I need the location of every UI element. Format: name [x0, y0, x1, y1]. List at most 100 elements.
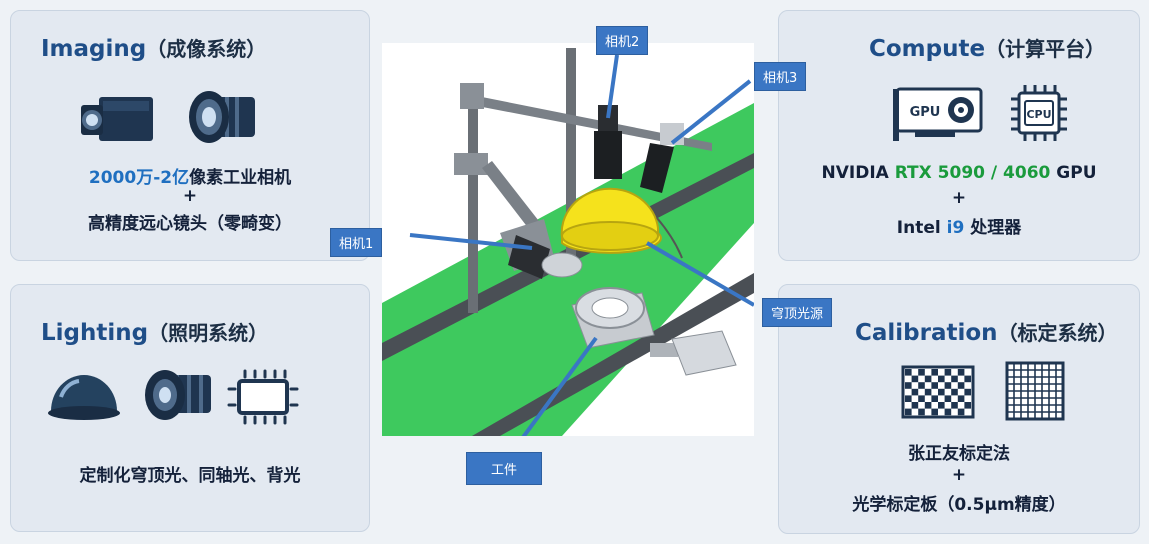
checker-square: [938, 375, 945, 383]
imaging-camera-text: 像素工业相机: [189, 168, 292, 188]
callout-leader-lines: [409, 54, 754, 436]
callout-dome-light: 穹顶光源: [762, 298, 833, 327]
checker-square: [957, 369, 965, 376]
frame-post-left: [468, 88, 478, 313]
lighting-title-cn: （照明系统）: [148, 321, 269, 345]
compute-gpu-suffix: GPU: [1050, 163, 1097, 183]
checker-square: [931, 369, 938, 376]
calibration-title: Calibration（标定系统）: [779, 317, 1139, 346]
industrial-camera-icon: [81, 97, 153, 141]
compute-spec-line-2: Intel i9 处理器: [779, 213, 1139, 238]
checker-square: [951, 402, 958, 409]
lighting-spec-line: 定制化穹顶光、同轴光、背光: [79, 466, 301, 486]
calibration-spec-line-1: 张正友标定法: [908, 444, 1010, 464]
cpu-chip-icon: CPU: [1011, 85, 1067, 141]
calibration-title-en: Calibration: [855, 320, 998, 346]
checker-square: [905, 395, 912, 402]
checker-square: [931, 408, 938, 416]
checker-square: [957, 382, 965, 389]
station-illustration: [382, 48, 754, 436]
inspection-station-diagram: [382, 43, 754, 436]
camera2-lens: [594, 131, 622, 179]
checker-square: [918, 395, 925, 402]
imaging-title: Imaging（成像系统）: [11, 33, 369, 62]
actuator-block: [671, 330, 737, 376]
checker-square: [931, 382, 938, 389]
checker-square: [924, 388, 932, 396]
calibration-panel: Calibration（标定系统） 张正友标定法 + 光学标定板（0.5μm精度…: [778, 284, 1140, 534]
compute-gpu-vendor: NVIDIA: [821, 163, 895, 183]
dome-light-icon: [48, 375, 120, 420]
checker-square: [924, 375, 932, 383]
checker-square: [938, 388, 945, 396]
checker-square: [905, 382, 912, 389]
gpu-card-icon: GPU: [893, 87, 983, 141]
callout-camera3: 相机3: [754, 62, 807, 91]
checker-square: [918, 382, 925, 389]
leader-camera2: [606, 54, 619, 119]
frame-clamp-top: [460, 83, 484, 109]
camera1-arm: [482, 161, 542, 233]
workpiece-bore: [591, 297, 629, 319]
callout-camera2: 相机2: [596, 26, 649, 55]
conveyor-rail-right: [472, 273, 754, 436]
lighting-title-en: Lighting: [41, 320, 149, 346]
checker-square: [944, 369, 952, 376]
leader-camera1: [409, 233, 533, 250]
calibration-spec-line-2: 光学标定板（0.5μm精度）: [852, 495, 1066, 515]
imaging-panel: Imaging（成像系统） 2000万-2亿像素工业相机 + 高精度远心镜头（零…: [10, 10, 370, 261]
checker-square: [944, 382, 952, 389]
checker-square: [944, 408, 952, 416]
compute-title: Compute（计算平台）: [779, 33, 1139, 62]
camera2-body: [598, 105, 618, 133]
leader-workpiece: [521, 336, 598, 436]
callout-workpiece: 工件: [466, 452, 543, 485]
gpu-card-label: GPU: [910, 105, 941, 120]
compute-plus: +: [951, 188, 967, 208]
checker-square: [938, 402, 945, 409]
frame-crossbar: [472, 95, 712, 151]
compute-cpu-model: i9: [946, 218, 965, 238]
backlight-icon: [227, 369, 299, 425]
actuator-rod: [650, 343, 678, 357]
camera3-body: [640, 143, 674, 193]
checker-square: [931, 395, 938, 402]
checker-square: [951, 375, 958, 383]
checker-square: [905, 408, 912, 416]
compute-title-cn: （计算平台）: [985, 37, 1106, 61]
coaxial-light-icon: [145, 370, 211, 420]
checker-square: [964, 388, 971, 396]
calibration-plus: +: [951, 465, 967, 485]
checker-square: [918, 369, 925, 376]
imaging-plus: +: [182, 186, 198, 206]
imaging-title-en: Imaging: [41, 36, 147, 62]
frame-clamp-mid: [454, 153, 488, 175]
grid-board-icon: [1005, 361, 1065, 421]
dome-cable: [656, 217, 683, 259]
compute-panel: Compute（计算平台） GPU CPU NVIDIA RTX 5090 / …: [778, 10, 1140, 261]
leader-dome-light: [645, 241, 754, 307]
callout-camera1: 相机1: [330, 228, 383, 257]
checkerboard-icon: [901, 365, 975, 419]
compute-gpu-models: RTX 5090 / 4060: [894, 163, 1051, 183]
camera1-lens: [541, 252, 583, 278]
frame-post-back: [566, 48, 576, 258]
imaging-pixel-range: 2000万-2亿: [88, 168, 190, 188]
lighting-title: Lighting（照明系统）: [11, 317, 369, 346]
checker-square: [924, 402, 932, 409]
checker-square: [918, 408, 925, 416]
calibration-title-cn: （标定系统）: [997, 321, 1118, 345]
leader-camera3: [670, 79, 752, 145]
lighting-panel: Lighting（照明系统） 定制化穹顶光、同轴光、背光: [10, 284, 370, 532]
telecentric-lens-icon: [189, 91, 255, 143]
compute-cpu-suffix: 处理器: [964, 218, 1022, 238]
checker-square: [964, 402, 971, 409]
cpu-chip-label: CPU: [1026, 108, 1051, 121]
dome-light-rim: [561, 221, 659, 251]
checker-square: [911, 375, 919, 383]
compute-cpu-vendor: Intel: [896, 218, 947, 238]
imaging-spec-line-2: 高精度远心镜头（零畸变）: [88, 214, 292, 234]
checker-square: [957, 408, 965, 416]
checker-square: [911, 402, 919, 409]
checker-square: [951, 388, 958, 396]
